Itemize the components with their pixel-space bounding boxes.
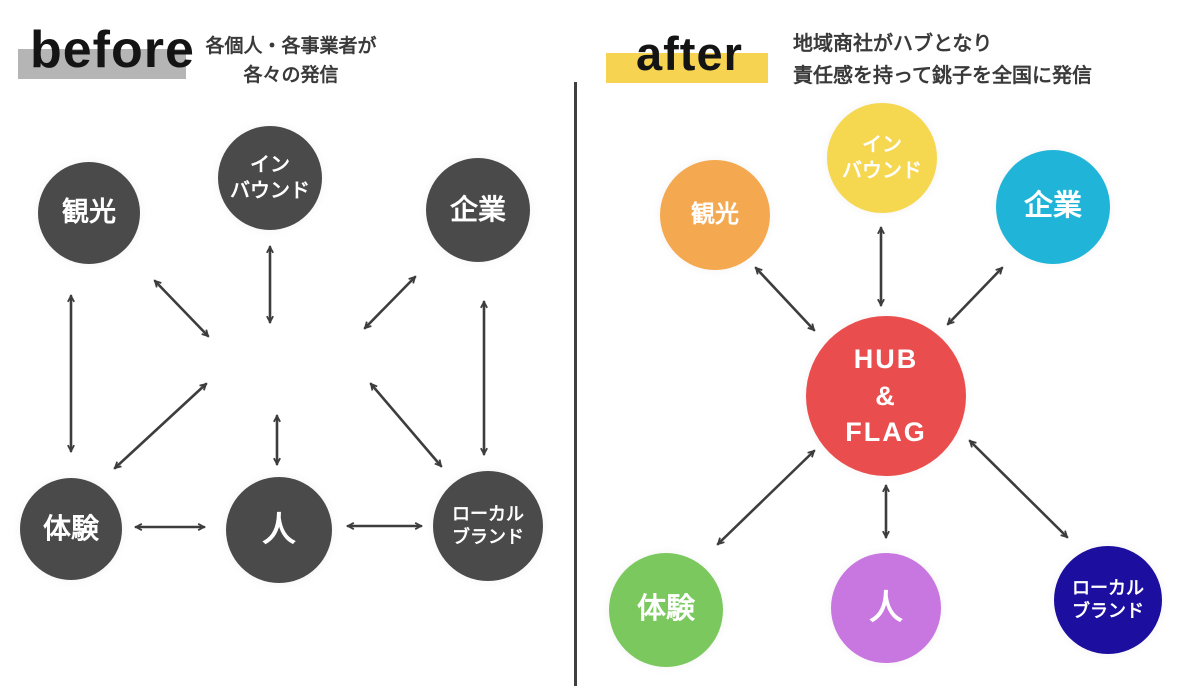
arrow-after-hub-localbrand [970,441,1067,537]
after-title: after [636,27,743,80]
after-node-kigyo-label: 企業 [1023,190,1082,223]
arrow-after-hub-kanko [754,268,816,330]
before-node-inbound: イン バウンド [218,126,322,230]
before-node-taiken-label: 体験 [42,512,99,544]
arrow-after-hub-kigyo [948,268,1002,324]
arrow-after-hub-taiken [718,451,814,544]
after-node-kanko: 観光 [660,160,770,270]
arrow-before-diag-ne [365,277,415,328]
before-node-kigyo: 企業 [426,158,530,262]
after-node-taiken-label: 体験 [636,593,695,626]
after-subtitle: 地域商社がハブとなり 責任感を持って銚子を全国に発信 [793,33,1092,87]
before-node-taiken: 体験 [20,478,122,580]
before-node-hito: 人 [226,477,332,583]
after-node-hito: 人 [831,553,941,663]
after-node-inbound: イン バウンド [827,103,937,213]
before-node-local-brand-label: ローカル ブランド [452,503,524,547]
after-title-highlight [606,53,768,83]
before-node-local-brand: ローカル ブランド [433,471,543,581]
before-node-kanko: 観光 [38,162,140,264]
after-node-hub-label: HUB & FLAG [845,344,927,448]
before-node-kanko-label: 観光 [62,197,116,228]
after-node-local-brand-label: ローカル ブランド [1072,577,1144,621]
before-node-hito-label: 人 [262,510,296,549]
after-node-hub: HUB & FLAG [806,316,966,476]
after-node-hito-label: 人 [869,588,903,627]
before-node-kigyo-label: 企業 [449,193,506,225]
before-subtitle: 各個人・各事業者が 各々の発信 [205,36,377,87]
after-node-kanko-label: 観光 [691,201,739,229]
before-node-inbound-label: イン バウンド [230,154,310,202]
after-node-kigyo: 企業 [996,150,1110,264]
after-node-local-brand: ローカル ブランド [1054,546,1162,654]
after-node-taiken: 体験 [609,553,723,667]
after-node-inbound-label: イン バウンド [842,134,922,182]
arrow-before-diag-sw [115,382,206,470]
before-title: before [30,21,195,79]
arrow-before-diag-se [369,384,443,466]
panel-divider [574,82,577,686]
before-title-highlight [18,49,186,79]
arrow-before-diag-nw [155,281,208,336]
